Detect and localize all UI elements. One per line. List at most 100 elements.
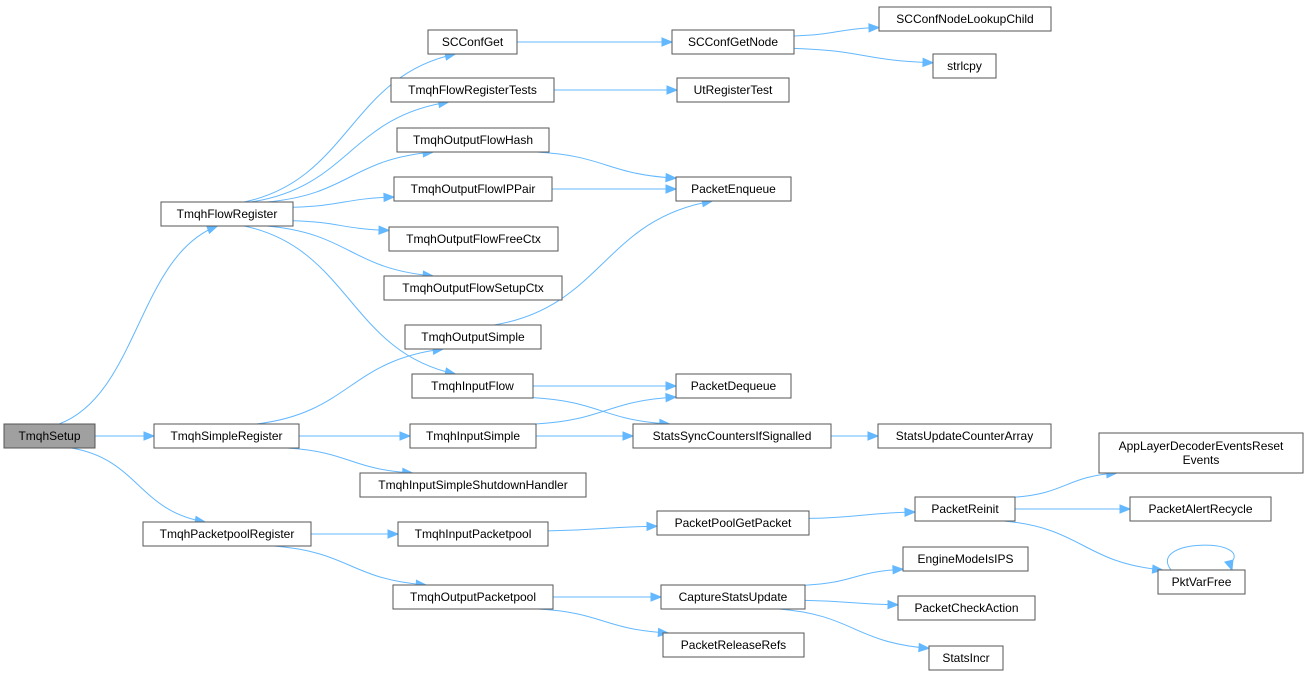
node-TmqhOutputFlowFreeCtx[interactable]: TmqhOutputFlowFreeCtx <box>388 226 559 252</box>
node-CaptureStatsUpdate[interactable]: CaptureStatsUpdate <box>660 584 806 610</box>
node-TmqhFlowRegisterTests[interactable]: TmqhFlowRegisterTests <box>390 77 555 103</box>
node-TmqhOutputPacketpool[interactable]: TmqhOutputPacketpool <box>392 584 554 610</box>
node-label: CaptureStatsUpdate <box>679 590 788 604</box>
node-box <box>897 595 1036 621</box>
node-box <box>878 6 1052 32</box>
node-label: PacketCheckAction <box>914 601 1018 615</box>
node-PacketReleaseRefs[interactable]: PacketReleaseRefs <box>662 632 805 658</box>
node-StatsUpdateCounterArray[interactable]: StatsUpdateCounterArray <box>877 423 1052 449</box>
node-EngineModeIsIPS[interactable]: EngineModeIsIPS <box>902 546 1029 572</box>
node-TmqhFlowRegister[interactable]: TmqhFlowRegister <box>160 201 294 227</box>
node-box <box>676 77 790 103</box>
node-label: TmqhFlowRegister <box>177 207 278 221</box>
edge-TmqhInputFlow-to-PacketDequeue <box>533 381 678 391</box>
edge-TmqhSimpleRegister-to-TmqhInputSimple <box>299 431 412 441</box>
node-box <box>632 423 832 449</box>
node-label: PacketDequeue <box>691 379 777 393</box>
node-box <box>675 176 792 202</box>
node-strlcpy[interactable]: strlcpy <box>932 53 997 79</box>
node-TmqhOutputFlowHash[interactable]: TmqhOutputFlowHash <box>396 127 550 153</box>
node-box <box>359 472 587 498</box>
node-box <box>877 423 1052 449</box>
node-TmqhPacketpoolRegister[interactable]: TmqhPacketpoolRegister <box>142 521 312 547</box>
edge-TmqhSetup-to-TmqhFlowRegister <box>58 225 219 425</box>
edge-PacketReinit-to-PacketAlertRecycle <box>1015 504 1132 514</box>
node-box <box>142 521 312 547</box>
node-label: SCConfGet <box>442 35 504 49</box>
edge-TmqhSetup-to-TmqhPacketpoolRegister <box>71 447 207 525</box>
node-box <box>388 226 559 252</box>
node-PktVarFree[interactable]: PktVarFree <box>1157 569 1246 595</box>
edge-TmqhPacketpoolRegister-to-TmqhOutputPacketpool <box>273 545 428 589</box>
node-box <box>914 496 1016 522</box>
node-label: StatsSyncCountersIfSignalled <box>653 429 812 443</box>
node-label: TmqhOutputFlowSetupCtx <box>402 281 543 295</box>
node-label: EngineModeIsIPS <box>917 552 1013 566</box>
node-PacketAlertRecycle[interactable]: PacketAlertRecycle <box>1129 496 1272 522</box>
node-PacketEnqueue[interactable]: PacketEnqueue <box>675 176 792 202</box>
node-TmqhSetup[interactable]: TmqhSetup <box>3 423 96 449</box>
node-box <box>411 373 534 399</box>
node-label: strlcpy <box>947 59 982 73</box>
node-SCConfNodeLookupChild[interactable]: SCConfNodeLookupChild <box>878 6 1052 32</box>
node-label: PacketReleaseRefs <box>681 638 786 652</box>
node-SCConfGet[interactable]: SCConfGet <box>427 29 518 55</box>
node-box <box>153 423 300 449</box>
node-PacketReinit[interactable]: PacketReinit <box>914 496 1016 522</box>
node-label: TmqhOutputSimple <box>421 330 525 344</box>
node-box <box>397 521 549 547</box>
edge-StatsSyncCountersIfSignalled-to-StatsUpdateCounterArray <box>831 431 880 441</box>
node-box <box>390 77 555 103</box>
node-SCConfGetNode[interactable]: SCConfGetNode <box>671 29 795 55</box>
edge-TmqhInputPacketpool-to-PacketPoolGetPacket <box>547 521 659 532</box>
node-UtRegisterTest[interactable]: UtRegisterTest <box>676 77 790 103</box>
node-label: TmqhFlowRegisterTests <box>408 83 537 97</box>
node-PacketPoolGetPacket[interactable]: PacketPoolGetPacket <box>656 510 810 536</box>
edge-TmqhInputSimple-to-StatsSyncCountersIfSignalled <box>536 431 635 441</box>
node-label: TmqhSetup <box>18 429 80 443</box>
edge-SCConfGet-to-SCConfGetNode <box>517 37 674 47</box>
node-label: TmqhOutputPacketpool <box>410 590 536 604</box>
edge-CaptureStatsUpdate-to-PacketCheckAction <box>804 599 900 610</box>
node-box <box>427 29 518 55</box>
edge-TmqhFlowRegisterTests-to-UtRegisterTest <box>554 85 679 95</box>
edge-PktVarFree-to-PktVarFree <box>1167 544 1235 572</box>
node-label: TmqhPacketpoolRegister <box>160 527 295 541</box>
node-TmqhOutputFlowSetupCtx[interactable]: TmqhOutputFlowSetupCtx <box>383 275 563 301</box>
node-label: PacketAlertRecycle <box>1148 502 1252 516</box>
node-PacketDequeue[interactable]: PacketDequeue <box>675 373 792 399</box>
node-StatsSyncCountersIfSignalled[interactable]: StatsSyncCountersIfSignalled <box>632 423 832 449</box>
edge-PacketReinit-to-AppLayerDecoderEventsResetEvents <box>1014 469 1119 498</box>
node-label: TmqhOutputFlowFreeCtx <box>406 232 541 246</box>
edge-PacketPoolGetPacket-to-PacketReinit <box>808 507 917 519</box>
edge-SCConfGetNode-to-strlcpy <box>793 47 935 68</box>
node-label: SCConfNodeLookupChild <box>896 12 1033 26</box>
node-TmqhOutputFlowIPPair[interactable]: TmqhOutputFlowIPPair <box>393 176 553 202</box>
edge-CaptureStatsUpdate-to-StatsIncr <box>778 608 931 653</box>
node-label: PacketReinit <box>931 502 999 516</box>
node-TmqhInputFlow[interactable]: TmqhInputFlow <box>411 373 534 399</box>
node-TmqhInputPacketpool[interactable]: TmqhInputPacketpool <box>397 521 549 547</box>
node-TmqhInputSimple[interactable]: TmqhInputSimple <box>409 423 537 449</box>
node-label: PacketEnqueue <box>691 182 776 196</box>
node-box <box>393 176 553 202</box>
node-box <box>662 632 805 658</box>
edge-TmqhFlowRegister-to-TmqhOutputFlowFreeCtx <box>292 220 391 235</box>
edge-TmqhOutputPacketpool-to-PacketReleaseRefs <box>538 608 670 638</box>
node-TmqhSimpleRegister[interactable]: TmqhSimpleRegister <box>153 423 300 449</box>
edge-CaptureStatsUpdate-to-EngineModeIsIPS <box>804 564 905 586</box>
node-label: TmqhInputSimpleShutdownHandler <box>378 478 567 492</box>
node-PacketCheckAction[interactable]: PacketCheckAction <box>897 595 1036 621</box>
node-box <box>3 423 96 449</box>
node-box <box>660 584 806 610</box>
edge-TmqhOutputSimple-to-PacketEnqueue <box>494 198 714 326</box>
node-TmqhInputSimpleShutdownHandler[interactable]: TmqhInputSimpleShutdownHandler <box>359 472 587 498</box>
node-box <box>160 201 294 227</box>
node-TmqhOutputSimple[interactable]: TmqhOutputSimple <box>404 324 542 350</box>
node-box <box>1157 569 1246 595</box>
node-box <box>1129 496 1272 522</box>
node-label: Events <box>1183 453 1220 467</box>
node-StatsIncr[interactable]: StatsIncr <box>928 645 1004 671</box>
